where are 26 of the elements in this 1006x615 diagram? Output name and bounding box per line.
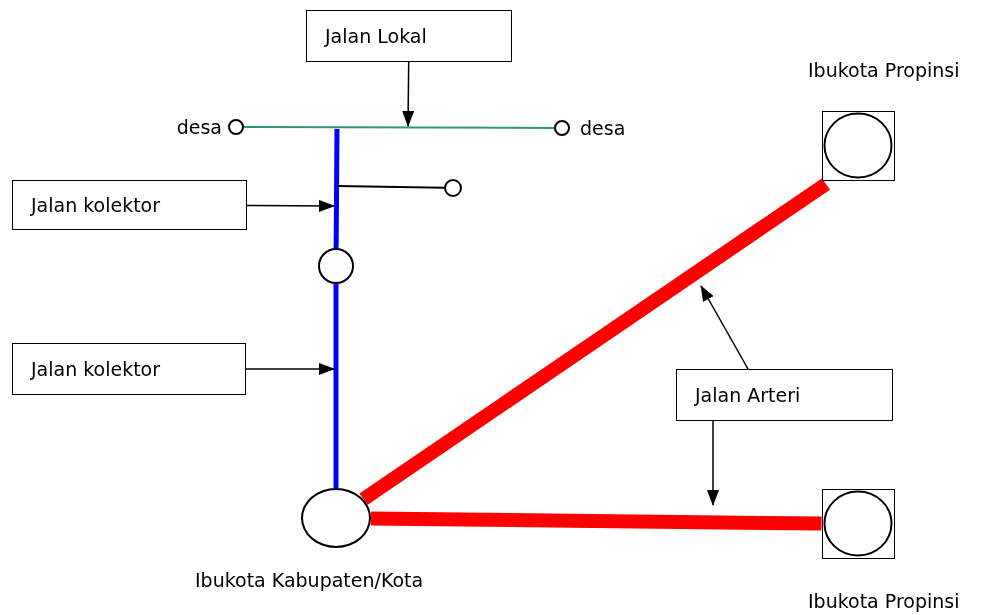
leader-arrow: [402, 61, 415, 127]
road-line: [333, 129, 340, 248]
circle-node: [554, 120, 570, 136]
city-square-symbol: [821, 489, 895, 559]
leader-arrow: [245, 363, 335, 375]
circle-node: [318, 248, 354, 284]
leader-arrow: [707, 420, 719, 506]
leader-arrow: [246, 199, 335, 212]
leader-arrow: [700, 285, 749, 370]
city-square-symbol: [821, 111, 895, 181]
place-name-label: Ibukota Propinsi: [808, 58, 960, 82]
road-label-box: Jalan Arteri: [676, 369, 893, 421]
circle-node: [228, 119, 244, 135]
road-label-box: Jalan kolektor: [12, 343, 246, 395]
road-label-box: Jalan Lokal: [306, 10, 512, 62]
circle-node: [444, 179, 462, 197]
place-name-label: Ibukota Kabupaten/Kota: [195, 568, 424, 592]
road-line: [243, 126, 555, 129]
road-line: [333, 284, 339, 488]
road-label-box: Jalan kolektor: [12, 180, 247, 230]
place-name-label: Ibukota Propinsi: [808, 589, 960, 613]
road-line: [370, 511, 822, 531]
road-line: [359, 178, 830, 506]
place-name-label: desa: [176, 115, 222, 139]
road-line: [336, 185, 445, 189]
place-name-label: desa: [580, 116, 626, 140]
